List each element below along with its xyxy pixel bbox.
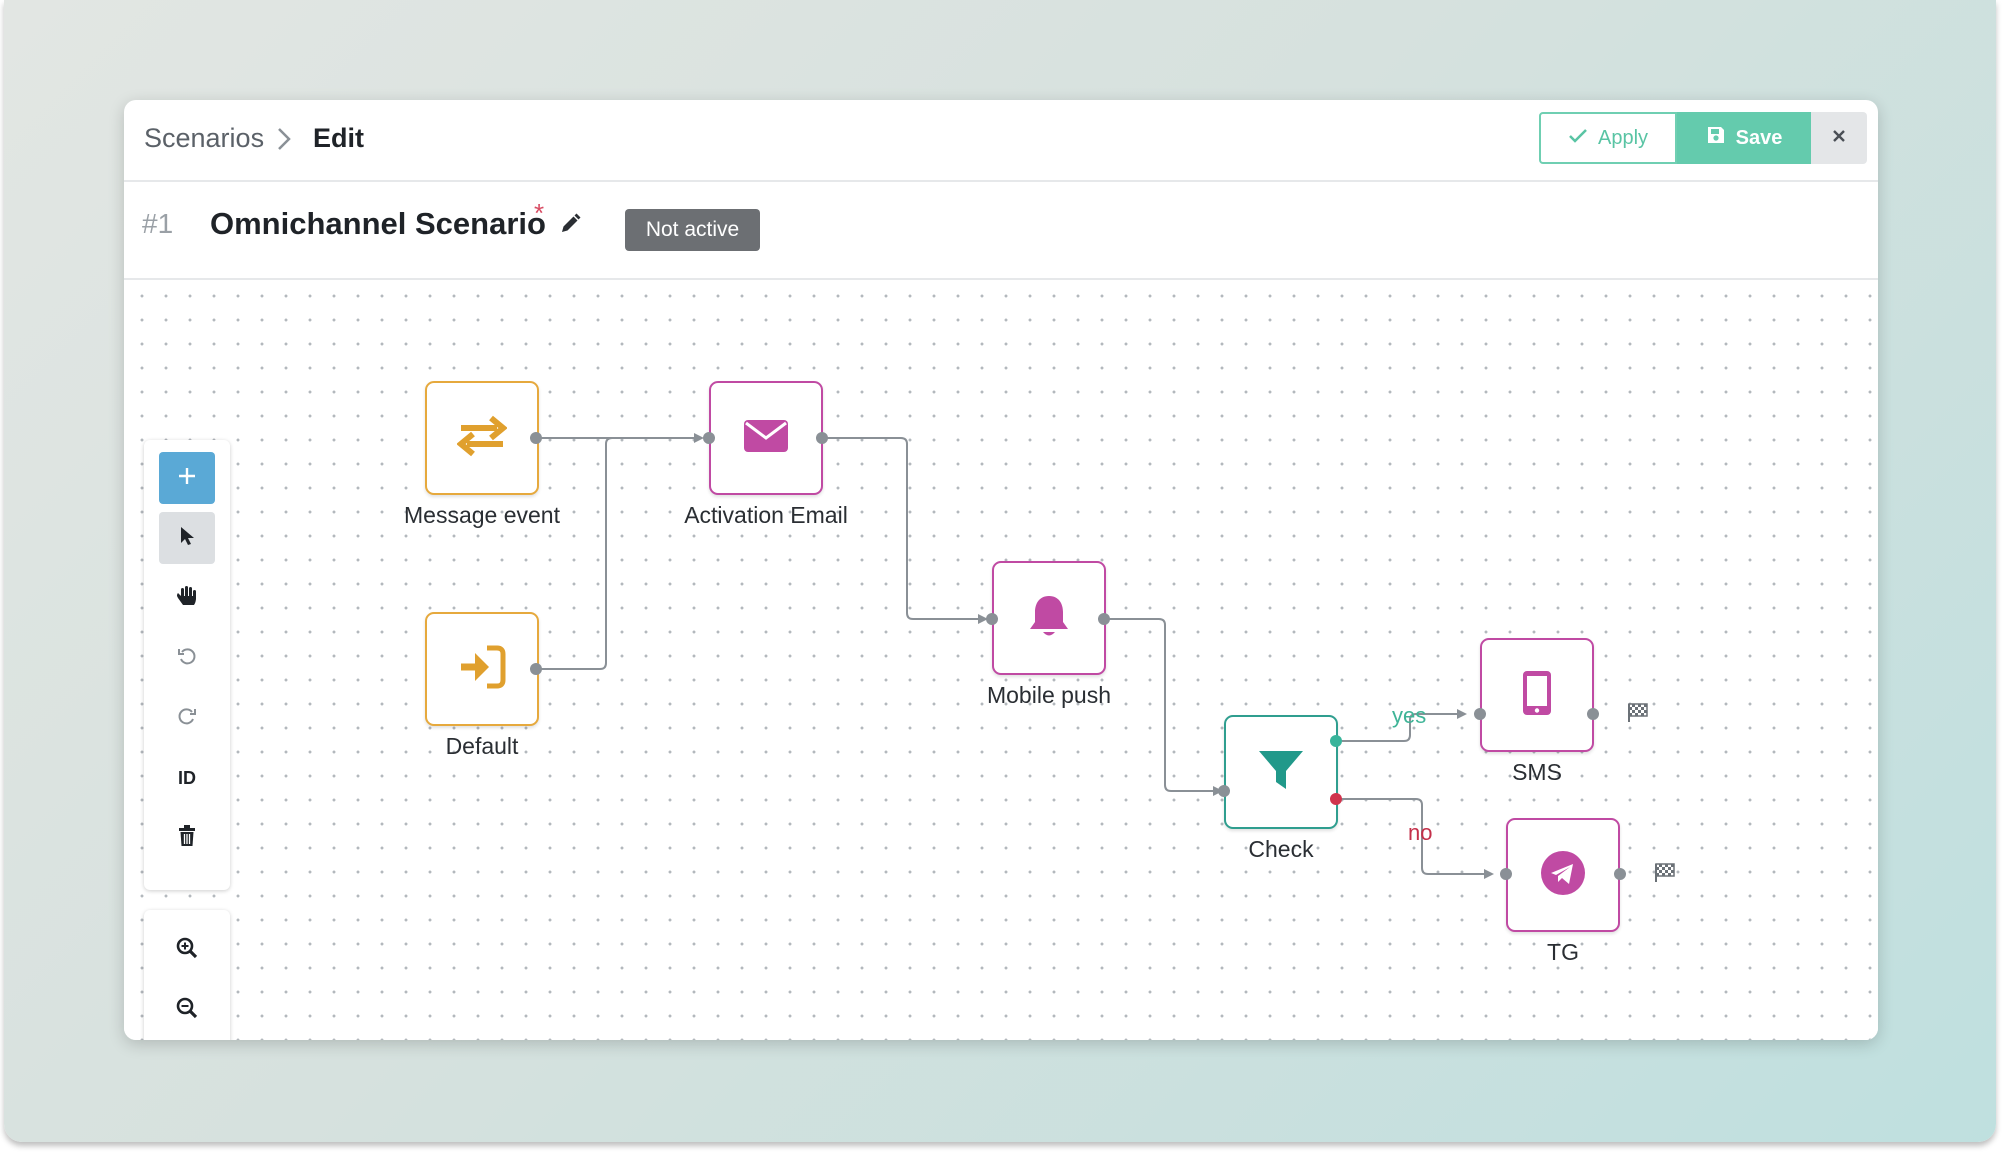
zoom-in-button[interactable] bbox=[159, 924, 215, 976]
node-mobile-push[interactable] bbox=[992, 561, 1106, 675]
apply-label: Apply bbox=[1597, 126, 1649, 149]
edge-default-to-email bbox=[536, 437, 697, 670]
output-port[interactable] bbox=[1098, 613, 1110, 625]
node-label-message-event: Message event bbox=[404, 502, 560, 528]
node-message-event[interactable] bbox=[425, 381, 539, 495]
input-port[interactable] bbox=[1500, 868, 1512, 880]
node-label-check: Check bbox=[1248, 836, 1314, 862]
envelope-icon bbox=[743, 419, 789, 458]
edge-email-to-push bbox=[822, 437, 981, 620]
arrowhead bbox=[1457, 709, 1467, 719]
required-mark: * bbox=[534, 198, 545, 228]
no-branch-label: no bbox=[1408, 820, 1433, 845]
node-label-tg: TG bbox=[1547, 939, 1579, 965]
redo-icon bbox=[177, 706, 197, 731]
pan-tool-button[interactable] bbox=[159, 572, 215, 624]
yes-output-port[interactable] bbox=[1330, 735, 1342, 747]
input-port[interactable] bbox=[1218, 785, 1230, 797]
arrows-exchange-icon bbox=[456, 414, 508, 463]
zoom-in-icon bbox=[176, 937, 198, 964]
arrowhead bbox=[978, 614, 988, 624]
check-icon bbox=[1568, 127, 1588, 150]
node-sms[interactable] bbox=[1480, 638, 1594, 752]
output-port[interactable] bbox=[530, 663, 542, 675]
finish-flag-icon[interactable] bbox=[1654, 863, 1676, 888]
output-port[interactable] bbox=[530, 432, 542, 444]
node-label-mobile-push: Mobile push bbox=[986, 682, 1112, 708]
close-icon bbox=[1831, 128, 1847, 149]
sign-in-icon bbox=[457, 644, 507, 695]
pencil-icon[interactable] bbox=[558, 212, 582, 241]
chevron-right-icon bbox=[277, 127, 291, 156]
funnel-icon bbox=[1257, 749, 1305, 796]
edge-check-yes-to-sms bbox=[1342, 713, 1460, 742]
node-label-sms: SMS bbox=[1512, 759, 1562, 785]
zoom-out-button[interactable] bbox=[159, 984, 215, 1036]
phone-icon bbox=[1522, 670, 1552, 721]
edge-check-no-to-tg bbox=[1342, 798, 1487, 875]
output-port[interactable] bbox=[1587, 708, 1599, 720]
node-default[interactable] bbox=[425, 612, 539, 726]
node-tg[interactable] bbox=[1506, 818, 1620, 932]
node-activation-email[interactable] bbox=[709, 381, 823, 495]
node-label-activation-email: Activation Email bbox=[684, 502, 848, 528]
apply-button[interactable]: Apply bbox=[1539, 112, 1677, 164]
output-port[interactable] bbox=[816, 432, 828, 444]
trash-icon bbox=[178, 824, 196, 852]
save-button[interactable]: Save bbox=[1677, 112, 1811, 164]
id-toggle-label: ID bbox=[178, 767, 196, 788]
floppy-disk-icon bbox=[1706, 125, 1726, 151]
plus-icon bbox=[177, 466, 197, 491]
add-node-button[interactable] bbox=[159, 452, 215, 504]
edge-push-to-check bbox=[1104, 618, 1216, 792]
header-actions: Apply Save bbox=[1539, 112, 1867, 164]
finish-flag-icon[interactable] bbox=[1627, 703, 1649, 728]
telegram-icon bbox=[1540, 850, 1586, 901]
arrowhead bbox=[694, 433, 704, 443]
status-badge: Not active bbox=[625, 209, 760, 251]
undo-icon bbox=[177, 646, 197, 671]
scenario-number: #1 bbox=[142, 208, 174, 239]
zoom-out-icon bbox=[176, 997, 198, 1024]
redo-button[interactable] bbox=[159, 692, 215, 744]
input-port[interactable] bbox=[986, 613, 998, 625]
close-button[interactable] bbox=[1811, 112, 1867, 164]
input-port[interactable] bbox=[1474, 708, 1486, 720]
no-output-port[interactable] bbox=[1330, 793, 1342, 805]
canvas-toolbar: ID bbox=[144, 440, 230, 890]
breadcrumb-edit: Edit bbox=[313, 123, 364, 153]
delete-button[interactable] bbox=[159, 812, 215, 864]
scenario-name: Omnichannel Scenario bbox=[210, 206, 546, 241]
node-check[interactable] bbox=[1224, 715, 1338, 829]
undo-button[interactable] bbox=[159, 632, 215, 684]
select-tool-button[interactable] bbox=[159, 512, 215, 564]
scenario-title-bar: #1 Omnichannel Scenario * Not active bbox=[124, 182, 1878, 280]
hand-icon bbox=[176, 584, 198, 613]
node-label-default: Default bbox=[445, 733, 519, 759]
input-port[interactable] bbox=[703, 432, 715, 444]
zoom-toolbar bbox=[144, 910, 230, 1040]
show-ids-button[interactable]: ID bbox=[159, 752, 215, 804]
scenario-canvas[interactable]: Message event Default Acti bbox=[124, 280, 1878, 1040]
arrowhead bbox=[1484, 869, 1494, 879]
breadcrumb-scenarios[interactable]: Scenarios bbox=[144, 123, 265, 153]
scenario-editor-window: Scenarios Edit Apply Save bbox=[124, 100, 1878, 1040]
save-label: Save bbox=[1735, 126, 1783, 149]
header-bar: Scenarios Edit Apply Save bbox=[124, 100, 1878, 182]
output-port[interactable] bbox=[1614, 868, 1626, 880]
yes-branch-label: yes bbox=[1392, 703, 1427, 728]
cursor-icon bbox=[178, 525, 196, 552]
bell-icon bbox=[1028, 593, 1070, 644]
